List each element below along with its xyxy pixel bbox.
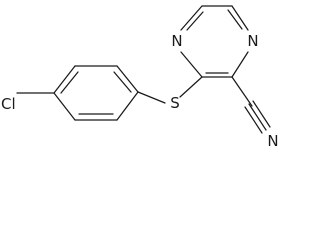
bond-n1-c2	[180, 51, 203, 78]
atom-label-chlorine: Cl	[1, 95, 16, 113]
bond-ar3-ar4	[53, 65, 76, 94]
bond-n4-c5	[231, 5, 249, 31]
bond-ar6-ar1	[116, 91, 139, 121]
bond-ar1-ar2	[116, 65, 139, 93]
bond-s-aryl	[137, 91, 166, 104]
nitrile-group	[231, 76, 271, 134]
bond-c6-n1-inner	[186, 11, 204, 31]
atom-label-sulfur: S	[170, 94, 180, 112]
pyrazine-ring	[180, 5, 249, 78]
thioether-linkage	[137, 76, 203, 104]
bond-triple-3	[244, 106, 263, 134]
atom-labels: N N S N Cl	[1, 32, 279, 150]
bond-ar1-ar2-inner	[113, 71, 132, 93]
bond-triple-1	[248, 103, 267, 131]
atom-label-nitrile-n: N	[267, 132, 278, 150]
bond-c6-n1	[180, 5, 203, 31]
bond-triple-2	[252, 100, 271, 128]
atom-label-n4: N	[247, 32, 258, 50]
chlorophenyl-ring	[16, 65, 139, 121]
bond-n4-c5-inner	[227, 9, 243, 30]
atom-label-n1: N	[171, 32, 182, 50]
bond-ar3-ar4-inner	[60, 71, 79, 94]
chemical-structure-diagram: N N S N Cl	[1, 5, 279, 150]
bond-ar4-ar5	[53, 92, 76, 121]
bond-c3-n4	[231, 51, 249, 78]
bond-c3-nitrile-carbon	[231, 76, 253, 107]
bond-c2-s	[179, 76, 203, 98]
